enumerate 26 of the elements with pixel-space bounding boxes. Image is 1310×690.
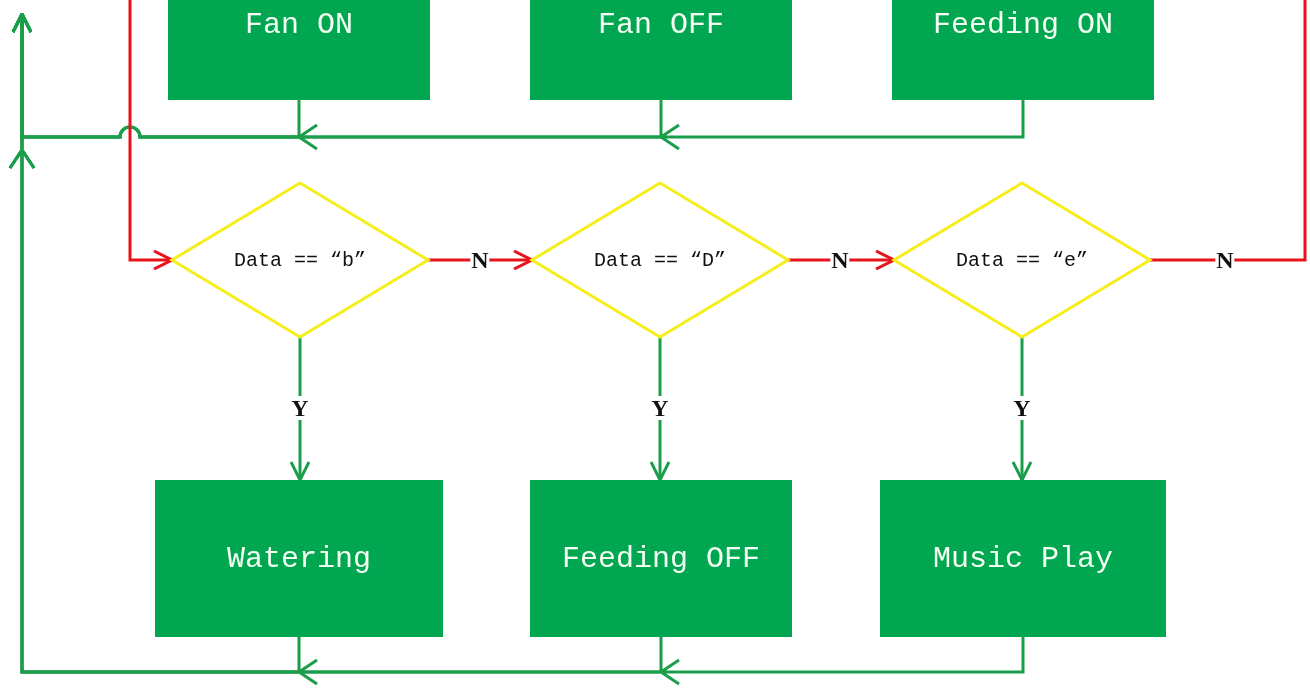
edge-label: Y (290, 396, 310, 420)
decision-diamond (169, 181, 431, 339)
arrow (1011, 337, 1033, 482)
condition-text: Data == “D” (594, 248, 726, 272)
process-text: Watering (227, 541, 371, 576)
decision-diamond (891, 181, 1153, 339)
process-box (880, 480, 1166, 637)
process-text: Feeding ON (933, 8, 1113, 42)
arrow (289, 337, 311, 482)
condition-text: Data == “e” (956, 248, 1088, 272)
process-box (530, 0, 792, 100)
arrow (649, 337, 671, 482)
process-box (155, 480, 443, 637)
process-box (892, 0, 1154, 100)
process-box (530, 480, 792, 637)
process-box (168, 0, 430, 100)
condition-text: Data == “b” (234, 248, 366, 272)
arrow (8, 12, 1025, 686)
process-text: Music Play (933, 541, 1113, 576)
process-text: Fan OFF (598, 8, 724, 42)
process-text: Fan ON (245, 8, 353, 42)
process-text: Feeding OFF (561, 541, 760, 576)
decision-diamond (529, 181, 791, 339)
edge-label: Y (1012, 396, 1032, 420)
edge-label: Y (650, 396, 670, 420)
arrow (128, 0, 174, 271)
